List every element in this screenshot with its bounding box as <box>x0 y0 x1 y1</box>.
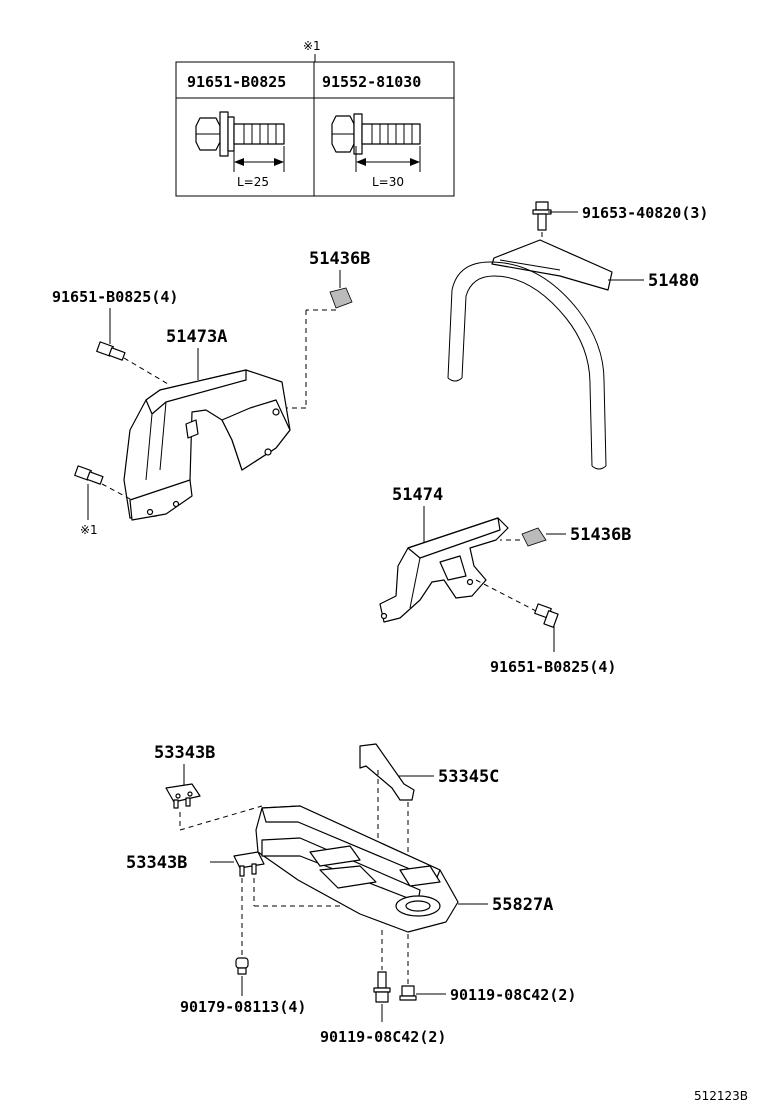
table-note-mark: ※1 <box>303 39 321 53</box>
bolt-icon <box>534 603 559 628</box>
label-part-51473a: 51473A <box>166 327 227 347</box>
pipe-guard-51480: 91653-40820(3) 51480 <box>447 201 708 470</box>
diagram-code: 512123B <box>694 1089 748 1103</box>
table-col1-part: 91651-B0825 <box>187 73 286 91</box>
bolt-icon <box>74 465 104 485</box>
label-bolt-bottom-mid: 90119-08C42(2) <box>320 1028 446 1046</box>
label-part-53343b-top: 53343B <box>154 743 215 763</box>
label-bolt-bottom-right: 90119-08C42(2) <box>450 986 576 1004</box>
label-part-51480: 51480 <box>648 271 699 291</box>
label-bolt-bottom-left: 90179-08113(4) <box>180 998 306 1016</box>
table-col2-part: 91552-81030 <box>322 73 421 91</box>
label-part-51436b-mid: 51436B <box>570 525 631 545</box>
flange-bolt-icon <box>331 113 421 172</box>
bolt-table: ※1 91651-B0825 91552-81030 L=25 <box>175 39 455 197</box>
label-note-left: ※1 <box>80 523 98 537</box>
label-part-53345c: 53345C <box>438 767 499 787</box>
bolt-icon <box>373 971 391 1003</box>
label-bolt-top-right: 91653-40820(3) <box>582 204 708 222</box>
table-col2-length: L=30 <box>372 175 404 189</box>
label-part-51436b-top: 51436B <box>309 249 370 269</box>
bolt-icon <box>399 985 417 1001</box>
label-part-55827a: 55827A <box>492 895 553 915</box>
bolt-with-washer-icon <box>195 111 285 172</box>
bolt-icon <box>532 201 552 231</box>
splash-shield-51473a: 51436B 91651-B0825(4) 51473A <box>52 249 370 537</box>
bolt-icon <box>96 341 126 361</box>
grommet-icon <box>235 957 249 975</box>
label-part-51474: 51474 <box>392 485 443 505</box>
engine-undercover-55827a: 53343B 53345C 53343B 55827A <box>126 743 576 1046</box>
label-part-53343b-mid: 53343B <box>126 853 187 873</box>
splash-shield-51474: 51474 51436B 91651-B0825(4) <box>379 485 631 676</box>
table-col1-length: L=25 <box>237 175 269 189</box>
label-bolt-mid-right: 91651-B0825(4) <box>490 658 616 676</box>
label-bolt-left-upper: 91651-B0825(4) <box>52 288 178 306</box>
